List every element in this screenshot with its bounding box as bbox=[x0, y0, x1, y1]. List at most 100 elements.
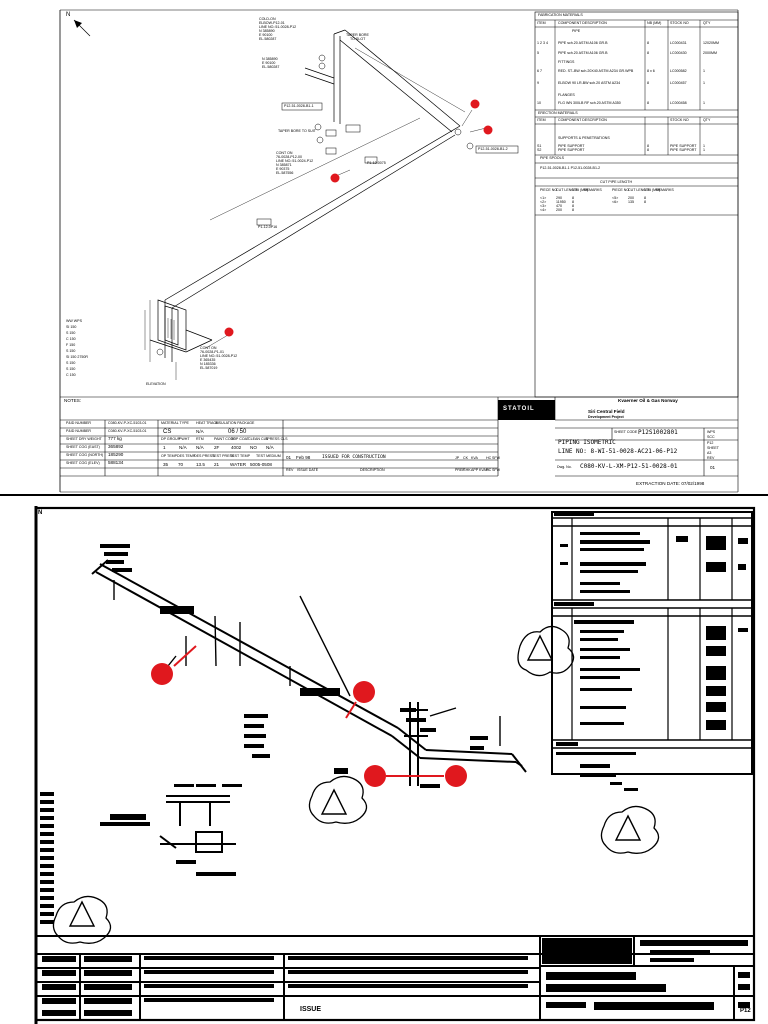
tb-header: PAINT CODE bbox=[214, 437, 236, 441]
cut-cell: 200 bbox=[556, 208, 562, 212]
cut-col: N.S. (MM) bbox=[572, 188, 589, 192]
bom-cell: PIPE SUPPORT bbox=[670, 148, 697, 152]
tb-value: 2F bbox=[214, 445, 220, 450]
tb-header: DP GROUP bbox=[161, 437, 181, 441]
tb-value: C080-KV-P-XC-5103-01 bbox=[108, 421, 147, 425]
sig-value: SFW bbox=[492, 456, 500, 460]
bom-section: PIPE bbox=[572, 29, 581, 33]
callout-text: N 385890 bbox=[262, 57, 278, 61]
bom-heading: ERECTION MATERIALS bbox=[538, 111, 578, 115]
weld-item: WW WPS bbox=[66, 319, 82, 323]
callout-text: 76-0028-P1-01 bbox=[200, 350, 224, 354]
weld-item: S 150 bbox=[66, 361, 76, 365]
callout-text: TO SLOT bbox=[350, 37, 366, 41]
weld-item: S 150 bbox=[66, 349, 76, 353]
pipe-route bbox=[91, 559, 527, 853]
cut-col: CUT LENGTH bbox=[556, 188, 579, 192]
marker-dot bbox=[364, 765, 386, 787]
bom-cell: 8 x 6 bbox=[647, 69, 655, 73]
bom-cell: 1 bbox=[703, 101, 705, 105]
revision-status: ISSUE bbox=[300, 1006, 322, 1013]
tb-value: N/A bbox=[196, 445, 204, 450]
sig-header: PREP bbox=[455, 468, 465, 472]
cut-col: N.S. (MM) bbox=[644, 188, 661, 192]
callout-text: EL.587556 bbox=[276, 171, 294, 175]
tb-value: 70 bbox=[178, 462, 184, 467]
bom-cell: PIPE SUPPORT bbox=[670, 144, 697, 148]
bom-cell: 5 bbox=[537, 51, 539, 55]
sig-header: HC bbox=[486, 468, 492, 472]
tb-header: SPRESS CLS bbox=[265, 437, 288, 441]
callout-text: N 385890 bbox=[259, 29, 275, 33]
rev-date: Feb 98 bbox=[296, 455, 311, 460]
bom-cell: FLG WN 300LB RF sch.20 ASTM A350 bbox=[558, 101, 621, 105]
red-markers bbox=[224, 99, 493, 337]
weld-item: SI 150 2750R bbox=[66, 355, 88, 359]
cut-cell: <4> bbox=[540, 208, 547, 212]
bom-cell: PIPE sch.20 ASTM A106 GR.B bbox=[558, 51, 608, 55]
elevation-label: ELEVATION bbox=[146, 382, 166, 386]
bom-cell: PIPE SUPPORT bbox=[558, 148, 585, 152]
bom-cell: 1 bbox=[703, 148, 705, 152]
tb-value: 588134 bbox=[108, 460, 124, 465]
weld-item: C 150 bbox=[66, 337, 76, 341]
rev-header: ISSUE DATE bbox=[297, 468, 319, 472]
marker-dot bbox=[353, 681, 375, 703]
north-label: N bbox=[38, 510, 43, 516]
rev-header: REV bbox=[286, 468, 294, 472]
callout-text: CONT ON bbox=[200, 346, 217, 350]
sig-header: APP bbox=[471, 468, 479, 472]
cut-cell: 8 bbox=[644, 200, 646, 204]
tb-header: PWHT bbox=[179, 437, 190, 441]
bom-cell: 8 bbox=[647, 101, 649, 105]
tb-header: DES PRESS bbox=[194, 454, 215, 458]
cut-cell: 8 bbox=[572, 208, 574, 212]
rev-value: 01 bbox=[286, 455, 292, 460]
callout-text: N 385871 bbox=[276, 163, 292, 167]
sheet-code-label: SHEET CODE bbox=[614, 430, 638, 434]
bom-section: FLANGES bbox=[558, 93, 575, 97]
tb-value: 185290 bbox=[108, 452, 124, 457]
sheet-code: P12S1002801 bbox=[638, 429, 678, 436]
top-isometric-sheet: N COLD-ON ELBOW-P12-01 LINE NO.:51-0028-… bbox=[0, 0, 768, 496]
bom-cell: LC000457 bbox=[670, 81, 687, 85]
callout-text: LINE NO.:51-0028-P12 bbox=[259, 25, 297, 29]
weld-item: C 150 bbox=[66, 373, 76, 377]
callout-text: E 90100 bbox=[262, 61, 276, 65]
dwg-no-label: Dwg. No. bbox=[557, 465, 572, 469]
cut-cell: 8 bbox=[572, 204, 574, 208]
callout-text: TAPER BORE TO SUIT bbox=[278, 129, 316, 133]
bom-cell: 8 bbox=[647, 144, 649, 148]
bom-cell: PIPE SUPPORT bbox=[558, 144, 585, 148]
bom-col: QTY bbox=[703, 21, 711, 25]
bom-cell: PIPE sch.20 ASTM A106 GR.B bbox=[558, 41, 608, 45]
callout-text: 76-0028-P12-00 bbox=[276, 155, 302, 159]
tb-value: 13.5 bbox=[196, 462, 205, 467]
cut-col: PIECE NO bbox=[540, 188, 558, 192]
bom-cell: 8 bbox=[647, 51, 649, 55]
sig-value: CK bbox=[463, 456, 468, 460]
tb-header: MATERIAL TYPE bbox=[161, 421, 189, 425]
bom-col: ITEM bbox=[537, 21, 546, 25]
tb-header: TEST MEDIUM bbox=[256, 454, 281, 458]
cut-cell: 11950 bbox=[556, 200, 566, 204]
tb-value: NO bbox=[250, 445, 257, 450]
pipe-label: P1-12-0P16 bbox=[258, 225, 278, 229]
bom-heading: PIPE SPOOLS bbox=[540, 156, 564, 160]
weld-item: S 150 bbox=[66, 367, 76, 371]
tb-value: CS bbox=[163, 429, 172, 435]
tb-header: HEAT TRACE bbox=[196, 421, 219, 425]
sig-value: KVA bbox=[471, 456, 478, 460]
weld-item: S 150 bbox=[66, 331, 76, 335]
cut-cell: 8 bbox=[644, 196, 646, 200]
marker-dot bbox=[445, 765, 467, 787]
cut-cell: 290 bbox=[556, 196, 562, 200]
tb-value: 21 bbox=[214, 462, 220, 467]
bom-cell: 10 bbox=[537, 101, 541, 105]
cut-cell: <6> bbox=[612, 200, 619, 204]
callout-text: N 185336 bbox=[200, 362, 216, 366]
bom-cell: 8 bbox=[647, 81, 649, 85]
bom-cell: 6 7 bbox=[537, 69, 542, 73]
bom-col: STOCK NO bbox=[670, 118, 689, 122]
bom-cell: 9 bbox=[537, 81, 539, 85]
